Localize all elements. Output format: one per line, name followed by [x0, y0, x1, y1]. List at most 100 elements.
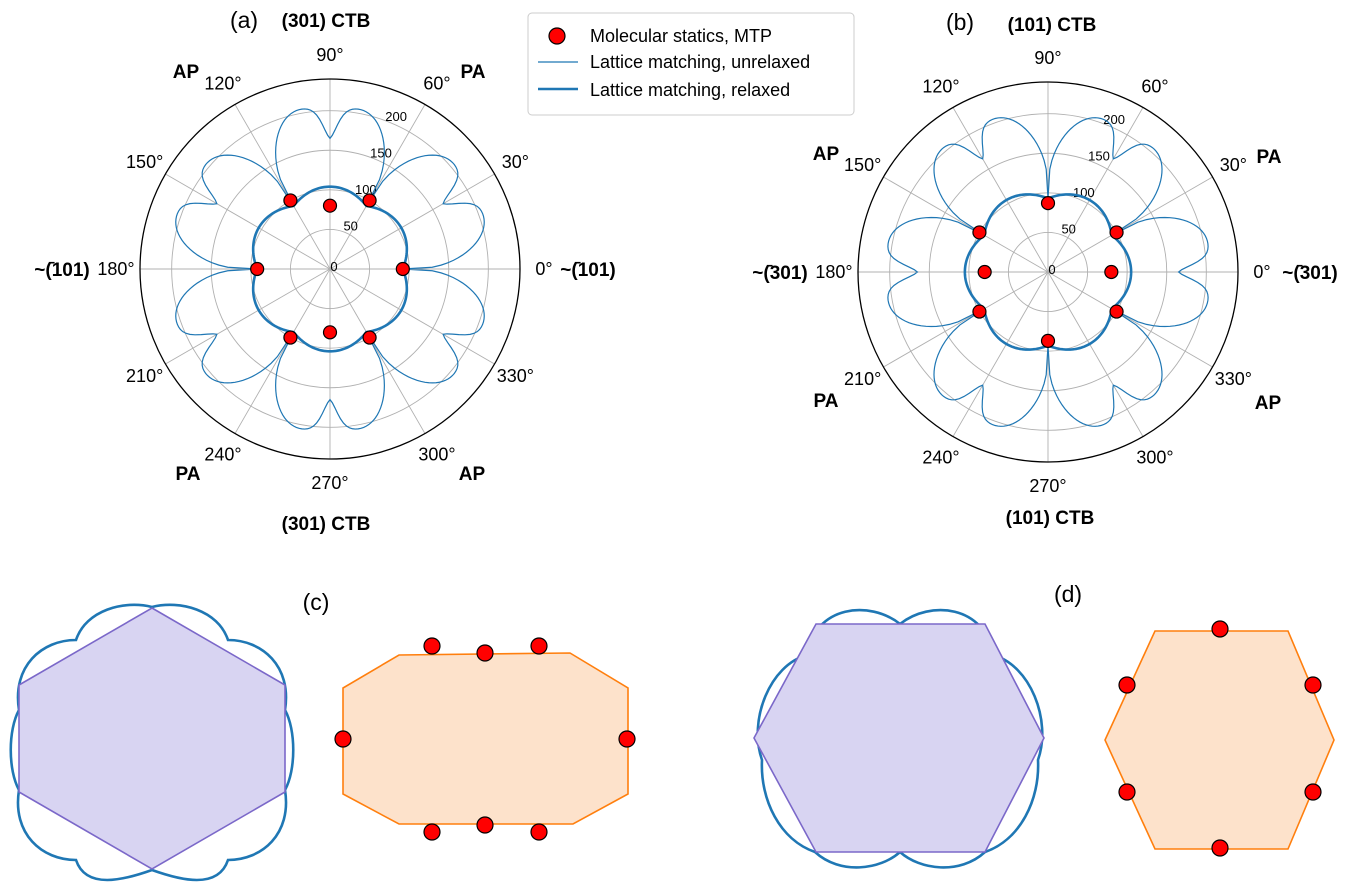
angular-gridline — [883, 176, 1049, 273]
panel-d-mtp-point — [1118, 676, 1136, 694]
panel-c-lobe-outline — [9, 603, 295, 882]
angular-gridline — [165, 173, 331, 270]
legend-label-unrelaxed: Lattice matching, unrelaxed — [590, 52, 810, 72]
legend-label-relaxed: Lattice matching, relaxed — [590, 80, 790, 100]
theta-tick-label: 60° — [423, 74, 450, 94]
panel-c-mtp-point — [476, 644, 494, 662]
theta-tick-label: 240° — [204, 444, 241, 464]
r-tick-label: 200 — [385, 109, 407, 124]
polar-panel-b: (b) (101) CTB (101) CTB AP PA PA AP ~(̄3… — [752, 9, 1337, 529]
angular-gridline — [1047, 271, 1144, 437]
annot-b-upper-left: AP — [813, 144, 840, 165]
theta-tick-label: 300° — [418, 444, 455, 464]
series-unrelaxed — [887, 117, 1209, 427]
annot-b-lower-right: AP — [1255, 393, 1282, 414]
angular-gridline — [1047, 107, 1144, 273]
panel-d-mtp-point — [1304, 783, 1322, 801]
panel-label-c: (c) — [303, 589, 330, 615]
r-tick-label: 0 — [1048, 262, 1055, 277]
mtp-point — [972, 225, 987, 240]
mtp-point — [395, 261, 410, 277]
annot-a-upper-right: PA — [461, 62, 486, 83]
legend: Molecular statics, MTP Lattice matching,… — [527, 12, 855, 116]
theta-tick-label: 150° — [126, 152, 163, 172]
mtp-point — [322, 198, 338, 213]
r-tick-label: 200 — [1103, 112, 1125, 127]
theta-tick-label: 0° — [535, 259, 552, 279]
annot-b-left: ~(̄301) — [752, 263, 807, 284]
annot-b-lower-left: PA — [814, 391, 839, 412]
mtp-point — [283, 193, 298, 208]
mtp-point — [977, 264, 992, 280]
theta-tick-label: 210° — [844, 369, 881, 389]
angular-gridline — [329, 173, 495, 270]
panel-c-blue-shape — [9, 603, 295, 882]
panel-label-b: (b) — [946, 9, 974, 35]
panel-c-hexagon — [18, 607, 286, 870]
panel-c-mtp-point — [423, 823, 441, 841]
mtp-point — [362, 193, 377, 208]
polar-panel-a: (a) (301) CTB (301) CTB AP PA PA AP ~(̄1… — [34, 7, 615, 535]
angular-gridline — [1047, 176, 1213, 273]
theta-tick-label: 270° — [311, 473, 348, 493]
polar-grid: 0° 30° 60° 90° 120° 150° 180° 210° 240° 270° 300° 3… — [97, 45, 552, 493]
mtp-point — [1040, 333, 1056, 348]
polar-frame — [139, 78, 521, 460]
annot-a-left: ~(̄101) — [34, 260, 89, 281]
panel-d-hexagon-orange — [1104, 630, 1335, 850]
annot-b-upper-right: PA — [1257, 147, 1282, 168]
theta-tick-label: 180° — [97, 259, 134, 279]
panel-d-mtp-point — [1304, 676, 1322, 694]
angular-gridline — [234, 268, 331, 434]
mtp-point — [1109, 304, 1124, 319]
theta-tick-label: 90° — [316, 45, 343, 65]
r-tick-label: 150 — [1088, 149, 1110, 164]
angular-gridline — [234, 104, 331, 270]
panel-d-blue-shape — [753, 608, 1045, 869]
r-tick-label: 50 — [1061, 222, 1075, 237]
mtp-point — [1104, 264, 1119, 280]
theta-tick-label: 120° — [922, 77, 959, 97]
theta-tick-label: 270° — [1029, 476, 1066, 496]
theta-tick-label: 210° — [126, 366, 163, 386]
panel-d-mtp-point — [1118, 783, 1136, 801]
theta-tick-label: 30° — [502, 152, 529, 172]
annot-a-top: (301) CTB — [282, 11, 371, 32]
mtp-point — [972, 304, 987, 319]
panel-d-orange-shape — [1104, 620, 1335, 857]
legend-marker-mtp — [548, 27, 566, 45]
theta-tick-label: 180° — [815, 262, 852, 282]
theta-tick-label: 150° — [844, 155, 881, 175]
mtp-point — [322, 325, 338, 340]
r-tick-label: 0 — [330, 259, 337, 274]
legend-label-mtp: Molecular statics, MTP — [590, 26, 772, 46]
mtp-point — [362, 330, 377, 345]
theta-tick-label: 30° — [1220, 155, 1247, 175]
mtp-point — [1109, 225, 1124, 240]
series-relaxed — [963, 193, 1133, 351]
panel-d: (d) — [753, 581, 1335, 869]
theta-tick-label: 330° — [497, 366, 534, 386]
theta-tick-label: 0° — [1253, 262, 1270, 282]
annot-a-upper-left: AP — [173, 62, 200, 83]
panel-d-mtp-point — [1211, 839, 1229, 857]
angular-gridline — [1047, 271, 1213, 368]
angular-gridline — [329, 268, 495, 365]
theta-tick-label: 240° — [922, 447, 959, 467]
panel-label-d: (d) — [1054, 581, 1082, 607]
r-tick-label: 50 — [343, 219, 357, 234]
panel-d-mtp-point — [1211, 620, 1229, 638]
annot-a-lower-left: PA — [176, 464, 201, 485]
theta-tick-label: 120° — [204, 74, 241, 94]
angular-gridline — [329, 104, 426, 270]
angular-gridline — [883, 271, 1049, 368]
panel-c-mtp-point — [476, 816, 494, 834]
panel-c-mtp-point — [423, 637, 441, 655]
angular-gridline — [952, 107, 1049, 273]
r-tick-label: 150 — [370, 146, 392, 161]
panel-c-mtp-point — [334, 730, 352, 748]
angular-gridline — [329, 268, 426, 434]
mtp-point — [1040, 196, 1056, 211]
annot-a-lower-right: AP — [459, 464, 486, 485]
